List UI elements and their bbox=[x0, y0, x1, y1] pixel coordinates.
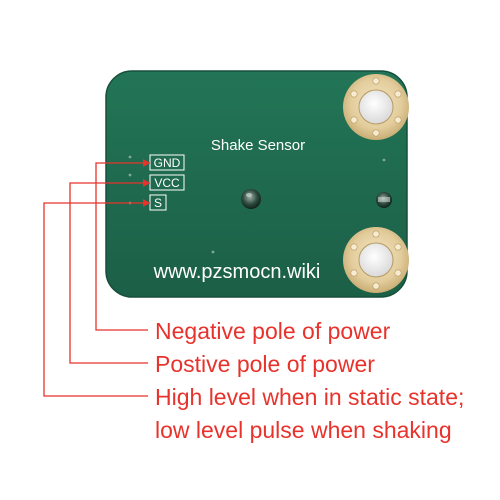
leader-vcc bbox=[69, 182, 150, 364]
svg-text:GND: GND bbox=[154, 156, 181, 170]
pcb-board bbox=[105, 70, 408, 298]
board-title: Shake Sensor bbox=[211, 137, 305, 154]
callout-s-line1: High level when in static state; bbox=[155, 384, 464, 410]
annotation-arrowheads bbox=[143, 159, 150, 207]
arrowhead-s bbox=[143, 199, 150, 207]
pin-label-gnd: GND bbox=[149, 154, 185, 171]
leader-gnd bbox=[95, 162, 150, 331]
website-text: www.pzsmocn.wiki bbox=[153, 261, 321, 283]
arrowhead-vcc bbox=[143, 179, 150, 187]
leader-s bbox=[43, 202, 150, 397]
mounting-hole-bottom bbox=[343, 227, 409, 293]
annotation-lines bbox=[43, 162, 150, 397]
callout-gnd: Negative pole of power bbox=[155, 318, 391, 344]
mounting-hole-top bbox=[343, 74, 409, 140]
svg-text:VCC: VCC bbox=[154, 176, 180, 190]
tilt-switch bbox=[241, 189, 261, 209]
callout-vcc: Postive pole of power bbox=[155, 351, 375, 377]
led-indicator bbox=[376, 192, 392, 208]
callout-s-line2: low level pulse when shaking bbox=[155, 417, 452, 443]
pcb-dots bbox=[128, 155, 386, 254]
svg-text:S: S bbox=[154, 196, 162, 210]
arrowhead-gnd bbox=[143, 159, 150, 167]
pin-label-vcc: VCC bbox=[149, 174, 185, 191]
